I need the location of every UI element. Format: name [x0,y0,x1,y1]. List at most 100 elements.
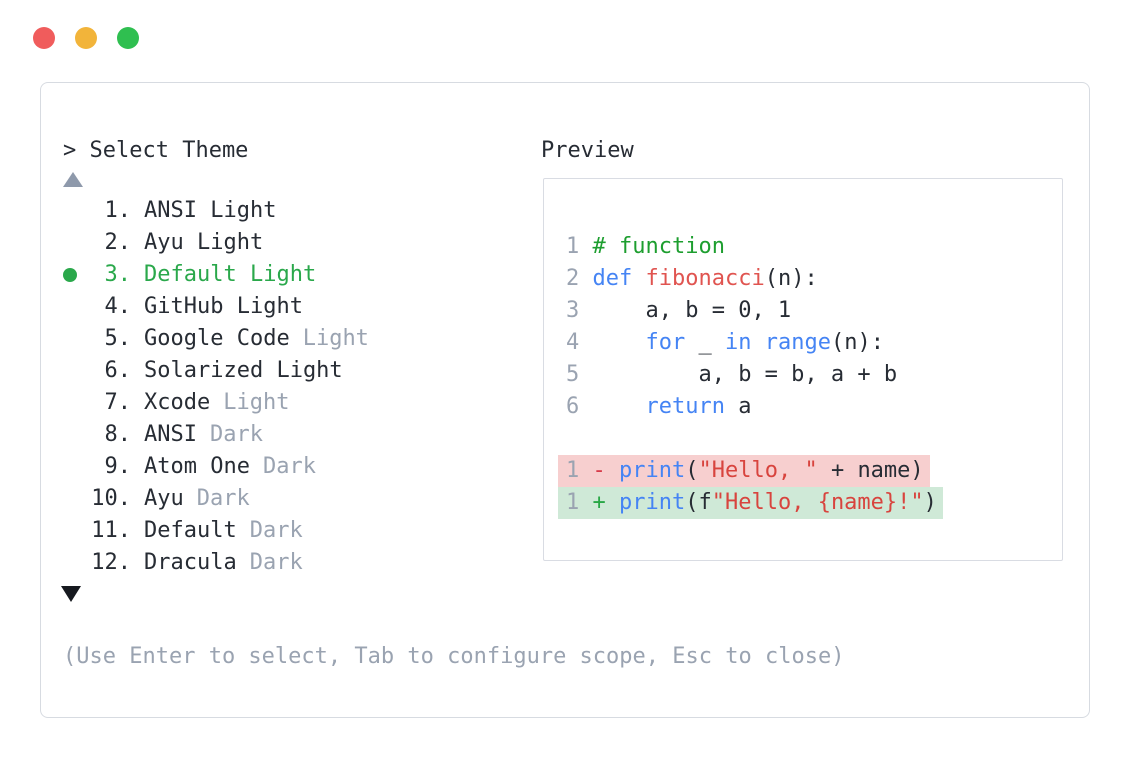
scroll-up-icon[interactable] [63,172,83,187]
line-number: 1 [566,234,593,259]
theme-item-variant: Dark [249,550,303,575]
code-token-kw: in [724,330,752,355]
theme-item-number: 7. [104,390,132,415]
theme-list-item[interactable]: 2. Ayu Light [63,227,369,259]
theme-selector-panel: > Select Theme Preview 1.ANSI Light 2. Ayu… [40,82,1090,718]
theme-item-number: 11. [91,518,131,543]
code-token-plain [632,266,645,291]
scroll-down-icon[interactable] [61,586,81,602]
theme-item-number: 5. [104,326,132,351]
code-line: 5 a, b = b, a + b [566,359,1062,391]
code-token-ins: + [592,490,619,515]
code-line: 3 a, b = 0, 1 [566,295,1062,327]
theme-item-name: Ayu [144,486,184,511]
theme-item-name: Atom One [144,454,250,479]
command-prompt: > Select Theme [63,138,249,163]
code-token-kw: print [619,490,686,515]
code-token-kw: range [764,330,831,355]
line-number: 4 [566,330,593,355]
theme-item-number: 3. [104,262,132,287]
theme-item-variant: Dark [249,518,303,543]
selected-indicator-dot [63,268,91,282]
line-number: 1 [566,458,593,483]
theme-item-name: GitHub Light [144,294,303,319]
theme-item-number: 8. [104,422,132,447]
theme-item-variant: Light [302,326,369,351]
code-token-plain: ) [923,490,937,515]
theme-item-name: ANSI [144,422,197,447]
code-token-str: "Hello, {name}!" [711,490,924,515]
code-token-plain: (n): [830,330,884,355]
theme-item-name: Ayu Light [144,230,264,255]
close-button[interactable] [33,27,55,49]
code-token-kw: def [592,266,633,291]
code-token-plain [593,330,646,355]
code-token-plain: ( [685,458,699,483]
theme-item-number: 6. [104,358,132,383]
minimize-button[interactable] [75,27,97,49]
zoom-button[interactable] [117,27,139,49]
theme-list-item[interactable]: 6. Solarized Light [63,355,369,387]
code-token-plain: + name) [817,458,924,483]
code-token-plain [593,394,646,419]
code-token-plain: (n): [764,266,818,291]
theme-list-item[interactable]: 3. Default Light [63,259,369,291]
theme-item-name: Default [144,518,237,543]
theme-list: 1.ANSI Light 2. Ayu Light 3. Default Light 4.… [63,195,369,579]
code-token-del: - [592,458,619,483]
theme-item-number: 4. [104,294,132,319]
code-token-plain: a, b = b, a + b [592,362,898,387]
theme-list-item[interactable]: 10. Ayu Dark [63,483,369,515]
keyboard-hint: (Use Enter to select, Tab to configure s… [63,644,845,669]
theme-item-variant: Dark [196,486,250,511]
code-token-plain: _ [685,330,725,355]
theme-item-number: 9. [104,454,132,479]
theme-item-name: ANSI Light [144,198,277,223]
diff-added-highlight: 1 + print(f"Hello, {name}!") [558,487,943,519]
line-number: 5 [566,362,593,387]
code-token-comment: # function [592,234,725,259]
window-controls [33,27,139,49]
code-line: 4 for _ in range(n): [566,327,1062,359]
theme-item-name: Solarized Light [144,358,343,383]
theme-item-name: Default Light [144,262,317,287]
diff-removed-highlight: 1 - print("Hello, " + name) [558,455,930,487]
preview-title: Preview [541,138,634,163]
theme-list-item[interactable]: 9. Atom One Dark [63,451,369,483]
line-number: 6 [566,394,593,419]
theme-list-item[interactable]: 8. ANSI Dark [63,419,369,451]
line-number: 2 [566,266,593,291]
code-token-kw: return [645,394,725,419]
line-number: 3 [566,298,593,323]
theme-item-name: Xcode [144,390,211,415]
theme-item-number: 12. [91,550,131,575]
theme-item-number: 10. [91,486,131,511]
line-number: 1 [566,490,593,515]
code-token-plain: (f [685,490,712,515]
code-token-kw: print [619,458,686,483]
theme-item-variant: Dark [209,422,263,447]
code-token-str: "Hello, " [698,458,818,483]
theme-list-item[interactable]: 4. GitHub Light [63,291,369,323]
theme-list-item[interactable]: 11. Default Dark [63,515,369,547]
theme-item-variant: Dark [262,454,316,479]
theme-list-item[interactable]: 7. Xcode Light [63,387,369,419]
code-line: 2 def fibonacci(n): [566,263,1062,295]
theme-list-item[interactable]: 1.ANSI Light [63,195,369,227]
code-blank-line [566,423,1062,455]
diff-line-ins: 1 + print(f"Hello, {name}!") [558,487,1062,519]
code-token-plain: a [724,394,752,419]
code-token-plain [751,330,764,355]
diff-line-del: 1 - print("Hello, " + name) [558,455,1062,487]
theme-list-item[interactable]: 12. Dracula Dark [63,547,369,579]
theme-item-variant: Light [223,390,290,415]
code-token-kw: for [645,330,686,355]
theme-item-name: Dracula [144,550,237,575]
code-line: 6 return a [566,391,1062,423]
code-token-fn: fibonacci [645,266,765,291]
theme-item-number: 2. [104,230,132,255]
selected-dot-icon [63,268,77,282]
code-token-plain: a, b = 0, 1 [592,298,792,323]
